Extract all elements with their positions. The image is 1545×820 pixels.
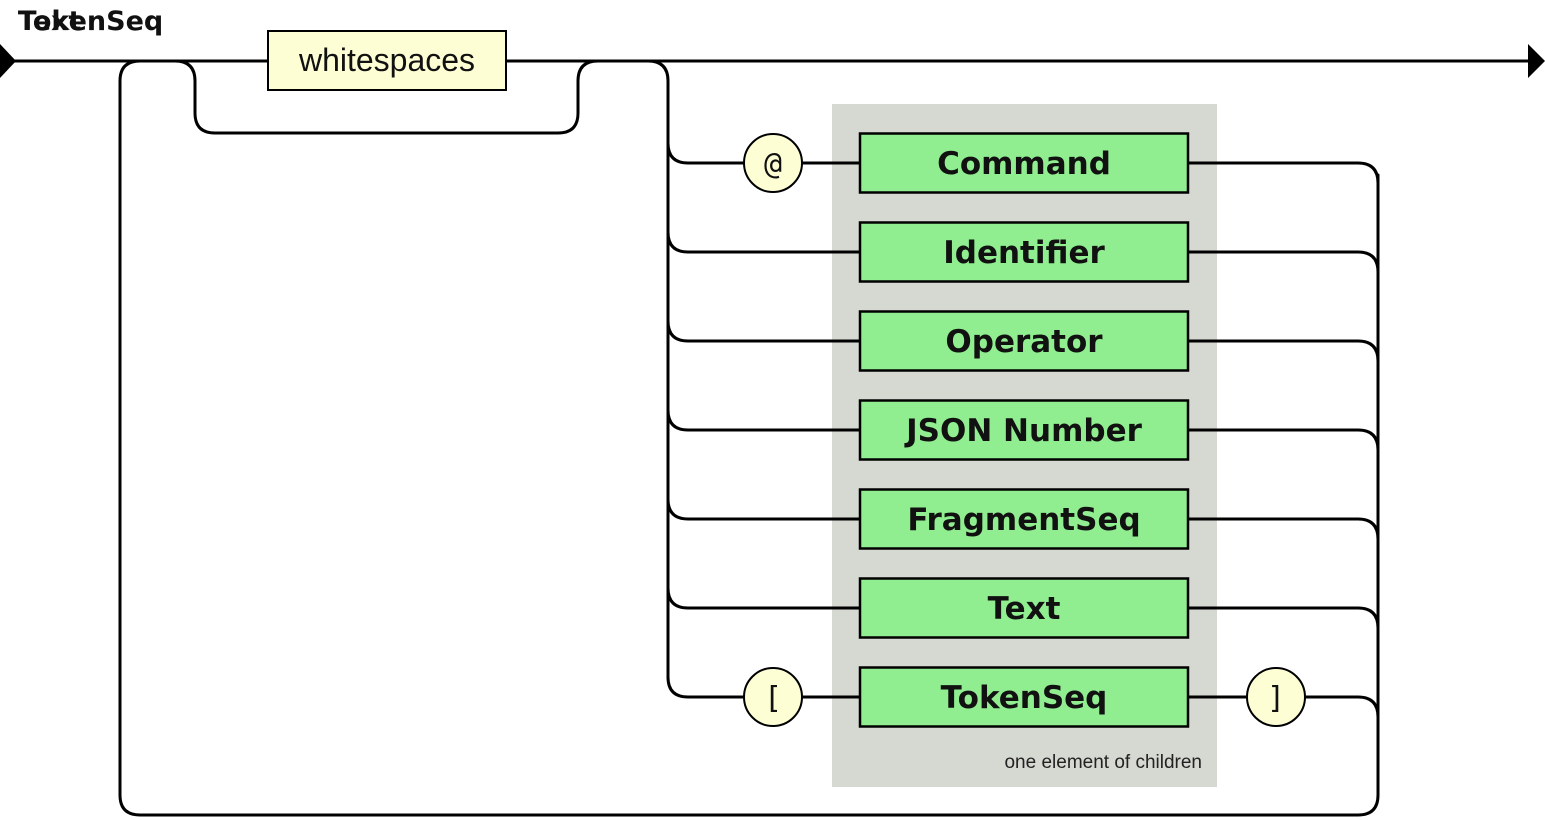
nonterminal-tokenseq-box	[858, 666, 1190, 728]
diagram-title-tokenseq: TokenSeq	[18, 6, 163, 37]
nonterminal-command-label: Command	[937, 146, 1111, 182]
alternative-text: Text	[666, 577, 1380, 639]
alternative-identifier: Identifier	[666, 221, 1380, 283]
alternative-json-number: JSON Number	[666, 399, 1380, 461]
nonterminal-text-label: Text	[988, 591, 1061, 627]
terminal-prefix-label: [	[764, 681, 782, 716]
alternative-operator: Operator	[666, 310, 1380, 372]
nonterminal-tokenseq-label: TokenSeq	[941, 680, 1108, 716]
nonterminal-json-number-label: JSON Number	[904, 413, 1142, 449]
nonterminal-identifier-box	[858, 221, 1190, 283]
nonterminal-operator-box	[858, 310, 1190, 372]
terminal-prefix-label: @	[764, 147, 782, 182]
nonterminal-command-box	[858, 132, 1190, 194]
alternative-command: @ Command	[666, 132, 1380, 194]
group-label: one element of children	[1004, 752, 1202, 773]
terminal-close-bracket	[1246, 667, 1306, 727]
whitespaces-terminal: whitespaces	[267, 30, 507, 91]
alternative-tokenseq: [] TokenSeq	[666, 666, 1380, 728]
nonterminal-fragmentseq-label: FragmentSeq	[907, 502, 1140, 538]
nonterminal-json-number-box	[858, 399, 1190, 461]
terminal-suffix-label: ]	[1267, 681, 1285, 716]
nonterminal-fragmentseq-box	[858, 488, 1190, 550]
diagram-title-text: Text	[18, 6, 82, 37]
nonterminal-identifier-label: Identifier	[943, 235, 1105, 271]
nonterminal-operator-label: Operator	[945, 324, 1103, 360]
terminal-at	[743, 133, 803, 193]
terminal-open-bracket	[743, 667, 803, 727]
diagram-tracks	[6, 59, 1532, 817]
nonterminal-text-box	[858, 577, 1190, 639]
alternative-fragmentseq: FragmentSeq	[666, 488, 1380, 550]
whitespaces-label: whitespaces	[298, 42, 475, 78]
end-marker-icon	[1528, 44, 1545, 78]
